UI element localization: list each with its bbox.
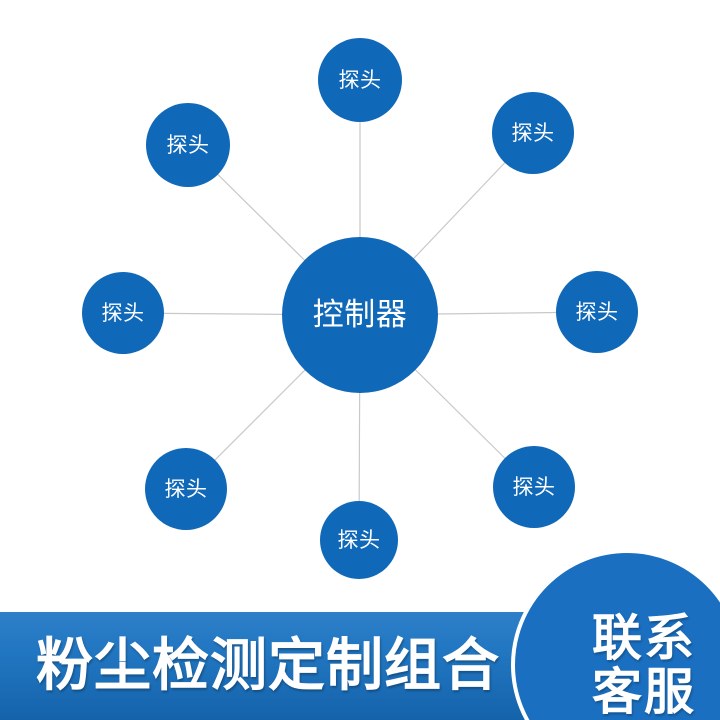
edge-hub-to-probe-bottom-left <box>213 369 306 462</box>
connector-lines <box>162 121 558 503</box>
edge-hub-to-probe-right <box>436 311 558 315</box>
node-probe-bottom-right[interactable]: 探头 <box>493 446 575 528</box>
node-label-probe-left: 探头 <box>101 300 145 325</box>
node-probe-right[interactable]: 探头 <box>556 271 638 353</box>
contact-button-line-1: 联系 <box>592 609 696 667</box>
node-label-probe-top-right: 探头 <box>511 120 555 145</box>
node-label-probe-right: 探头 <box>575 299 619 324</box>
edge-hub-to-probe-top-right <box>412 161 506 260</box>
node-probe-top-left[interactable]: 探头 <box>146 103 230 187</box>
node-probe-bottom[interactable]: 探头 <box>320 501 398 579</box>
node-label-probe-bottom-left: 探头 <box>164 476 208 501</box>
node-probe-top-right[interactable]: 探头 <box>492 92 574 174</box>
node-label-probe-top-left: 探头 <box>166 132 210 157</box>
edge-hub-to-probe-left <box>162 312 284 315</box>
node-label-probe-top: 探头 <box>338 67 382 92</box>
topology-diagram: 探头探头探头探头探头探头探头探头控制器 <box>82 38 638 579</box>
node-label-controller: 控制器 <box>312 296 408 333</box>
node-probe-top[interactable]: 探头 <box>318 38 402 122</box>
contact-button-line-2: 客服 <box>592 663 696 720</box>
node-controller[interactable]: 控制器 <box>282 237 438 393</box>
node-label-probe-bottom: 探头 <box>337 527 381 552</box>
edge-hub-to-probe-top-left <box>216 173 306 262</box>
node-probe-left[interactable]: 探头 <box>82 272 164 354</box>
node-label-probe-bottom-right: 探头 <box>512 474 556 499</box>
banner-title: 粉尘检测定制组合 <box>36 632 500 699</box>
edge-hub-to-probe-bottom-right <box>414 368 506 460</box>
node-probe-bottom-left[interactable]: 探头 <box>145 448 227 530</box>
